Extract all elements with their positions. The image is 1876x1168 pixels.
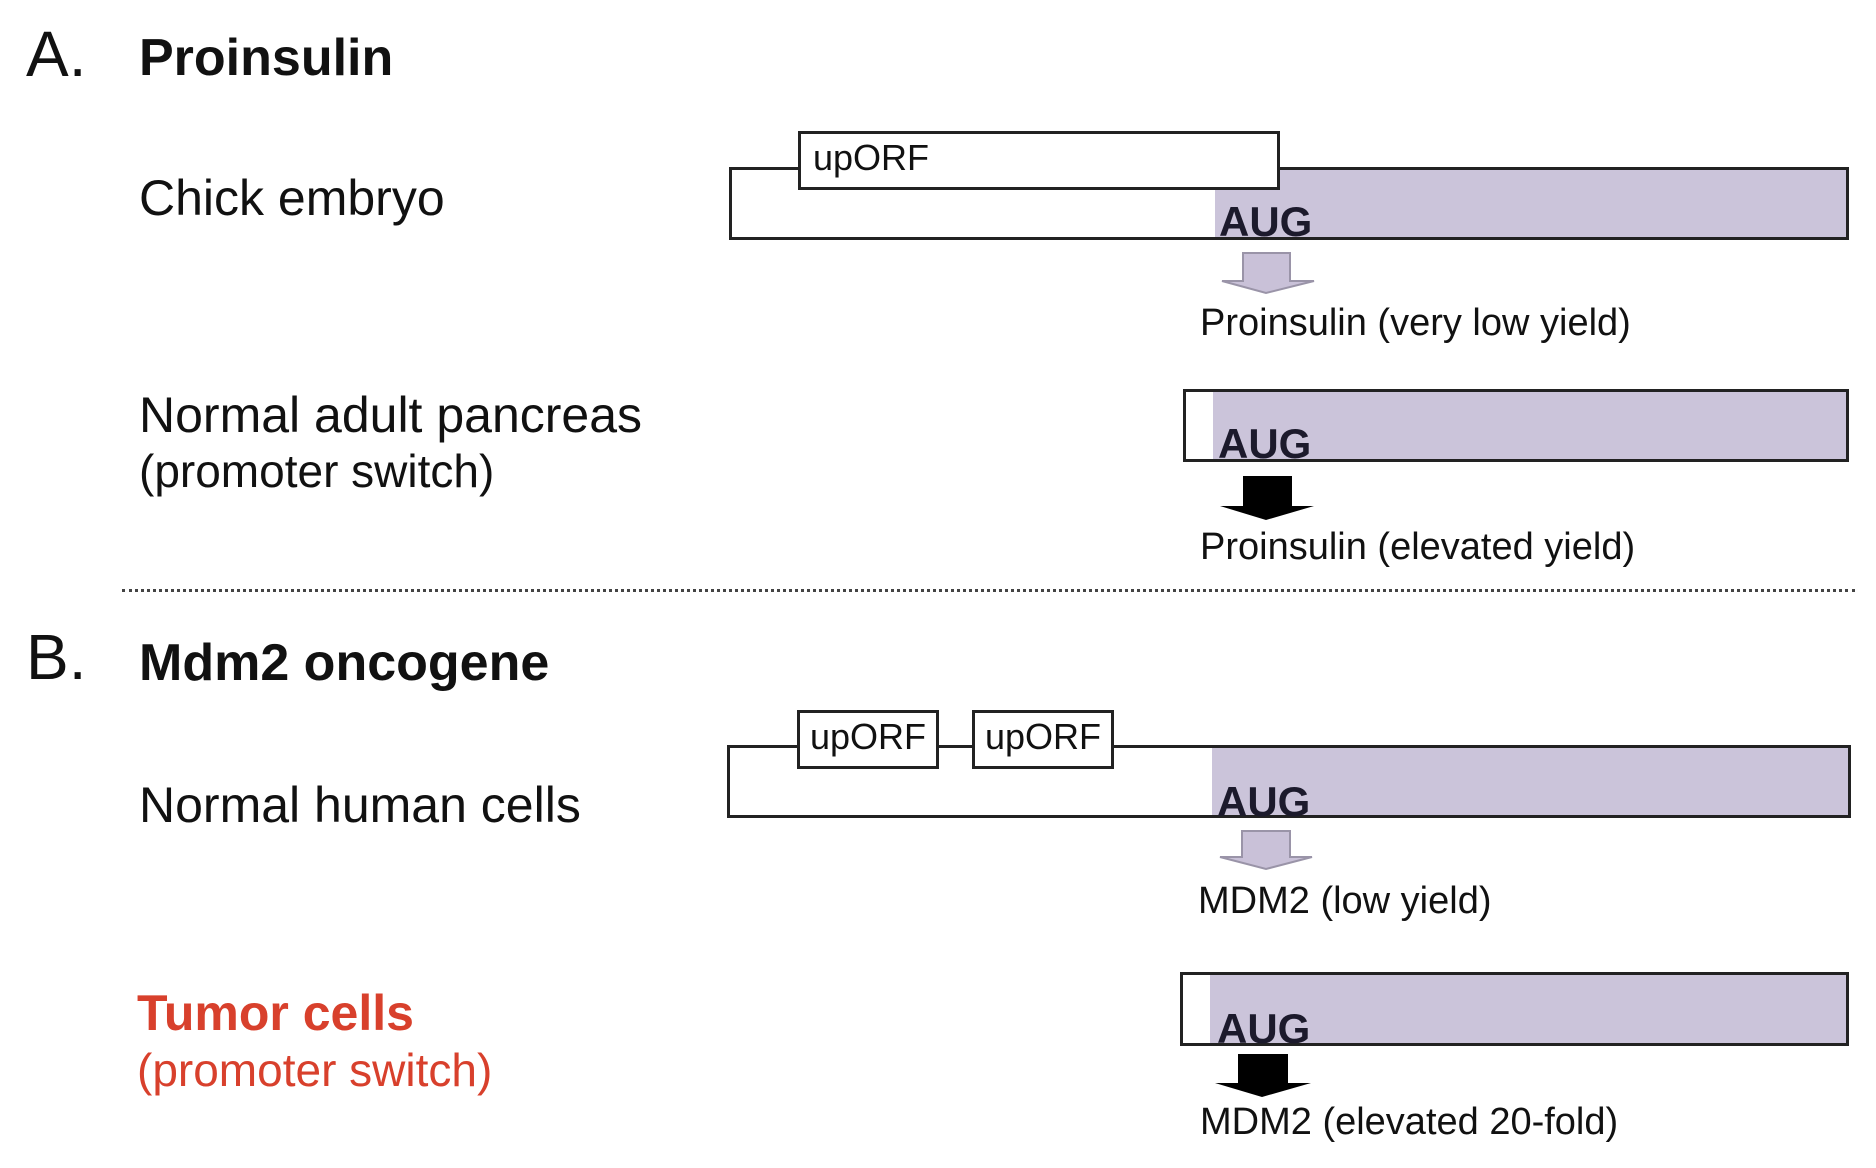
condition-label-adult-pancreas: Normal adult pancreas xyxy=(139,387,643,443)
mrna-tumor-cells: AUG xyxy=(1180,972,1849,1050)
coding-region xyxy=(1213,392,1846,459)
result-adult-pancreas: Proinsulin (elevated yield) xyxy=(1200,526,1636,568)
weak-translation-arrow-icon xyxy=(1221,252,1315,295)
uporf-box-2: upORF xyxy=(972,710,1114,769)
condition-label-chick-embryo: Chick embryo xyxy=(139,170,445,226)
uporf-box: upORF xyxy=(798,131,1280,190)
uporf-label: upORF xyxy=(813,137,930,178)
result-chick-embryo: Proinsulin (very low yield) xyxy=(1200,302,1631,344)
weak-translation-arrow-icon xyxy=(1219,830,1313,871)
start-codon-label: AUG xyxy=(1218,420,1312,467)
condition-sublabel-promoter-switch: (promoter switch) xyxy=(139,445,495,497)
uporf-label: upORF xyxy=(810,716,927,757)
condition-label-tumor-cells: Tumor cells xyxy=(137,985,414,1041)
panel-b-letter: B. xyxy=(26,621,87,693)
start-codon-label: AUG xyxy=(1217,778,1311,825)
condition-sublabel-promoter-switch: (promoter switch) xyxy=(137,1044,493,1096)
mrna-chick-embryo: AUG xyxy=(729,167,1849,245)
coding-region xyxy=(1210,975,1846,1043)
section-divider xyxy=(122,589,1855,592)
coding-region xyxy=(1212,748,1848,815)
panel-a-letter: A. xyxy=(26,18,87,90)
uporf-box-1: upORF xyxy=(797,710,939,769)
panel-b-title: Mdm2 oncogene xyxy=(139,634,550,692)
coding-region xyxy=(1215,170,1846,237)
uporf-label: upORF xyxy=(985,716,1102,757)
uporf-connector xyxy=(939,745,972,748)
start-codon-label: AUG xyxy=(1217,1005,1311,1052)
strong-translation-arrow-icon xyxy=(1220,476,1314,520)
result-normal-human-cells: MDM2 (low yield) xyxy=(1198,880,1492,922)
strong-translation-arrow-icon xyxy=(1215,1054,1311,1097)
start-codon-label: AUG xyxy=(1219,198,1313,245)
condition-label-normal-human-cells: Normal human cells xyxy=(139,777,581,833)
result-tumor-cells: MDM2 (elevated 20-fold) xyxy=(1200,1101,1619,1143)
mrna-adult-pancreas: AUG xyxy=(1183,389,1849,467)
panel-a-title: Proinsulin xyxy=(139,29,394,87)
